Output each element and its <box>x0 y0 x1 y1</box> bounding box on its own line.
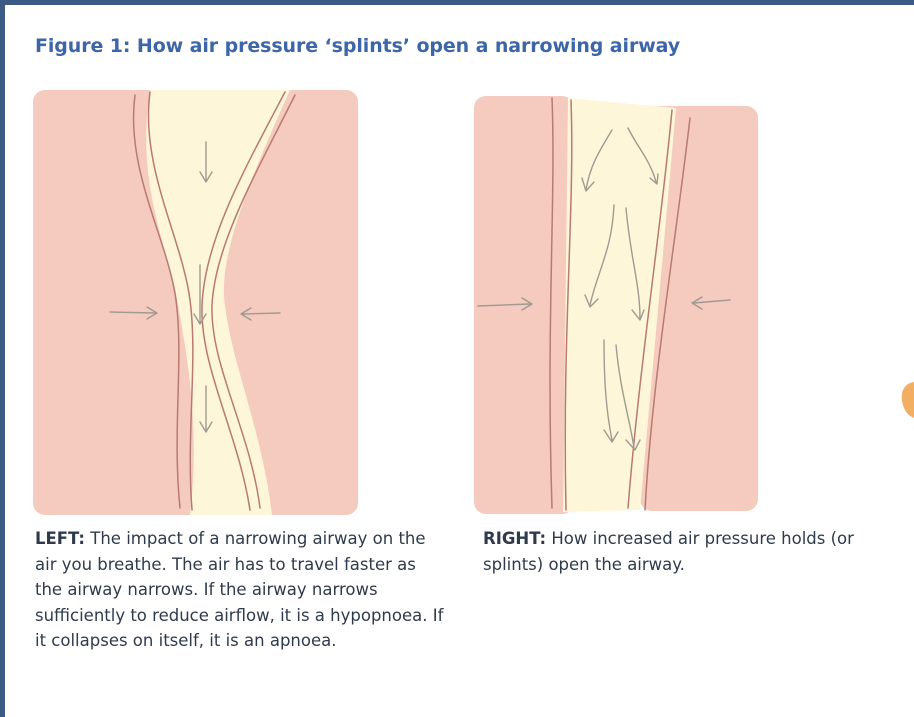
narrowing-airway-illustration <box>33 90 358 515</box>
right-caption-lead: RIGHT: <box>483 529 546 548</box>
right-caption: RIGHT: How increased air pressure holds … <box>483 526 903 577</box>
left-caption-lead: LEFT: <box>35 529 85 548</box>
left-caption: LEFT: The impact of a narrowing airway o… <box>35 526 445 654</box>
left-caption-text: The impact of a narrowing airway on the … <box>35 529 443 650</box>
splinted-airway-illustration <box>474 96 758 514</box>
partial-image-fragment <box>902 382 914 418</box>
